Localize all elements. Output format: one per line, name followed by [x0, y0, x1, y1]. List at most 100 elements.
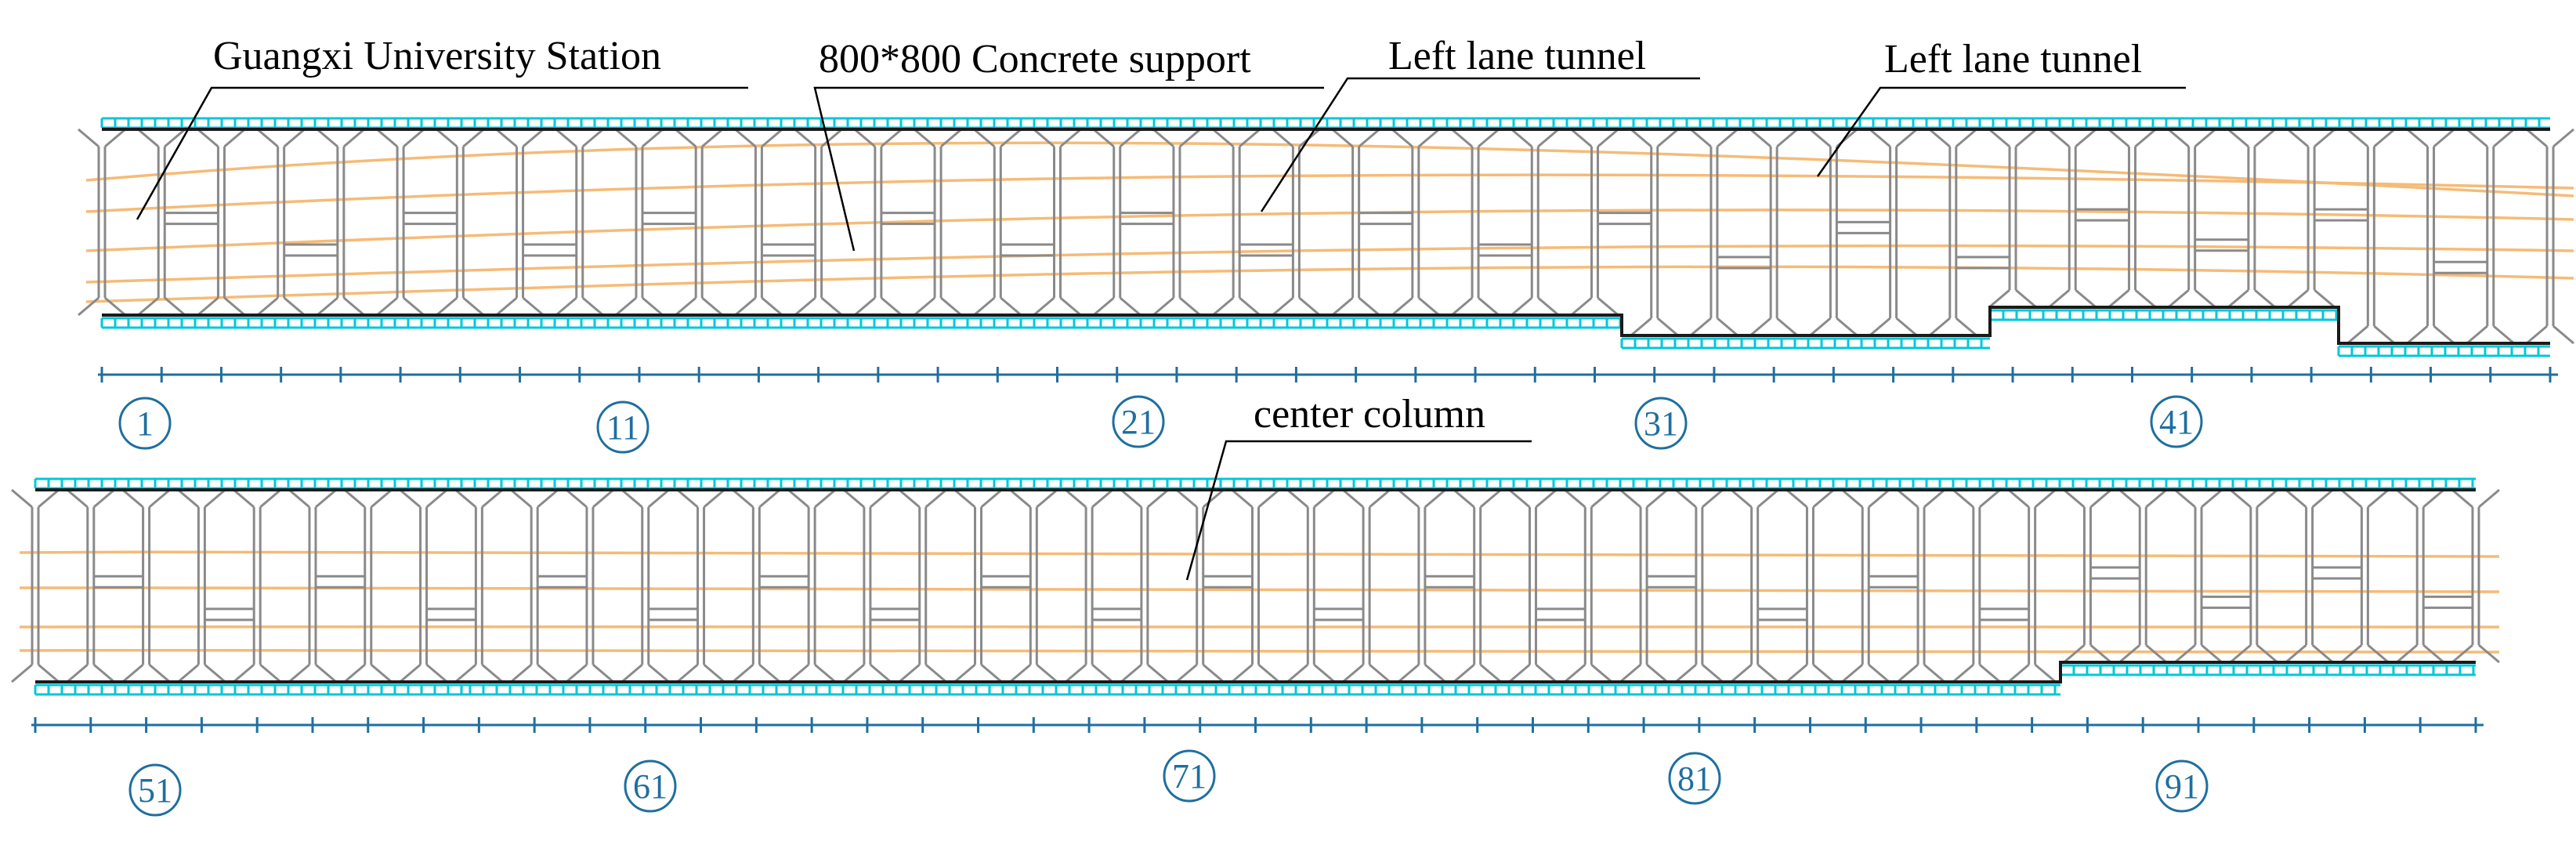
strut-brace: [1537, 296, 1560, 317]
strut-brace: [2367, 643, 2390, 664]
strut-brace: [1178, 296, 1201, 317]
strut-brace: [1342, 488, 1365, 509]
strut-brace: [1424, 488, 1446, 509]
strut-brace: [1331, 128, 1354, 148]
strut-brace: [104, 296, 126, 317]
strut-brace: [734, 128, 757, 148]
strut-brace: [1674, 488, 1697, 509]
strut-brace: [2118, 643, 2141, 664]
strut-brace: [2552, 324, 2574, 345]
strut-brace: [223, 128, 246, 148]
diaphragm-wall-layer: [35, 488, 2476, 683]
strut-brace: [233, 488, 255, 509]
strut-brace: [259, 488, 282, 509]
strut-brace: [1091, 663, 1114, 683]
strut-brace: [1065, 488, 1087, 509]
strut-brace: [2145, 488, 2168, 509]
strut-brace: [403, 128, 425, 148]
axis-bubble-71: 71: [1163, 749, 1216, 803]
svg-text:11: 11: [606, 408, 639, 447]
strut-brace: [980, 488, 1003, 509]
strut-brace: [2075, 288, 2097, 309]
strut-brace: [1923, 488, 1946, 509]
strut-brace: [2346, 128, 2369, 148]
strut-brace: [2063, 643, 2086, 664]
strut-brace: [1597, 128, 1619, 148]
svg-text:41: 41: [2159, 403, 2194, 441]
strut-brace: [1286, 488, 1309, 509]
axis-bubble-91: 91: [2155, 759, 2209, 813]
strut-brace: [1674, 663, 1697, 683]
strut-brace: [121, 488, 144, 509]
strut-brace: [2466, 324, 2488, 345]
axis-layer: [31, 717, 2484, 733]
strut-brace: [758, 488, 781, 509]
strut-brace: [1331, 296, 1354, 317]
strut-brace: [1988, 128, 2010, 148]
tunnel-alignment-line: [85, 141, 2574, 198]
strut-brace: [1868, 663, 1890, 683]
strut-brace: [495, 296, 518, 317]
strut-brace: [66, 663, 89, 683]
strut-brace: [1009, 488, 1032, 509]
strut-brace: [2194, 288, 2216, 309]
strut-brace: [2526, 324, 2548, 345]
tunnel-a-label: Left lane tunnel: [1388, 34, 1646, 78]
strut-brace: [1391, 296, 1413, 317]
strut-brace: [2451, 488, 2473, 509]
strut-brace: [592, 488, 614, 509]
strut-brace: [2287, 128, 2310, 148]
strut-brace: [1869, 317, 1891, 337]
strut-brace: [256, 296, 279, 317]
strut-brace: [522, 128, 545, 148]
strut-brace: [592, 663, 614, 683]
strut-brace: [1033, 128, 1055, 148]
strut-brace: [436, 296, 458, 317]
strut-brace: [814, 488, 837, 509]
strut-brace: [1152, 296, 1174, 317]
strut-brace: [2346, 324, 2369, 345]
strut-brace: [675, 296, 697, 317]
strut-brace: [1146, 663, 1169, 683]
strut-brace: [2015, 128, 2037, 148]
strut-brace: [1749, 317, 1772, 337]
tunnel-alignment-line: [85, 265, 2574, 303]
strut-brace: [2314, 288, 2336, 309]
strut-brace: [581, 296, 604, 317]
strut-brace: [1978, 663, 2001, 683]
svg-text:51: 51: [138, 771, 172, 810]
strut-brace: [2229, 643, 2252, 664]
strut-brace: [2492, 324, 2515, 345]
strut-brace: [233, 663, 255, 683]
strut-brace: [642, 128, 664, 148]
diaphragm-wall-bottom: [35, 661, 2476, 683]
strut-brace: [92, 488, 115, 509]
strut-brace: [288, 488, 310, 509]
strut-brace: [2118, 488, 2141, 509]
strut-brace: [1059, 296, 1082, 317]
strut-brace: [1000, 128, 1022, 148]
strut-brace: [1619, 663, 1642, 683]
strut-brace: [615, 128, 637, 148]
strut-brace: [1286, 663, 1309, 683]
strut-brace: [1479, 663, 1502, 683]
svg-text:91: 91: [2165, 767, 2199, 806]
strut-brace: [761, 128, 783, 148]
strut-brace: [137, 128, 160, 148]
strut-brace: [462, 128, 485, 148]
strut-brace: [675, 128, 697, 148]
strut-brace: [1091, 488, 1114, 509]
strut-brace: [2287, 288, 2310, 309]
strut-brace: [2492, 128, 2515, 148]
strut-brace: [1923, 663, 1946, 683]
tunnel-b-leader: [1816, 86, 2186, 177]
station-leader: [136, 86, 748, 220]
strut-brace: [1928, 317, 1951, 337]
strut-brace: [2256, 488, 2278, 509]
strut-brace: [78, 296, 99, 317]
strut-brace: [703, 488, 725, 509]
strut-brace: [197, 128, 219, 148]
strut-brace: [315, 488, 337, 509]
strut-brace: [2373, 324, 2396, 345]
strut-brace: [1120, 663, 1142, 683]
